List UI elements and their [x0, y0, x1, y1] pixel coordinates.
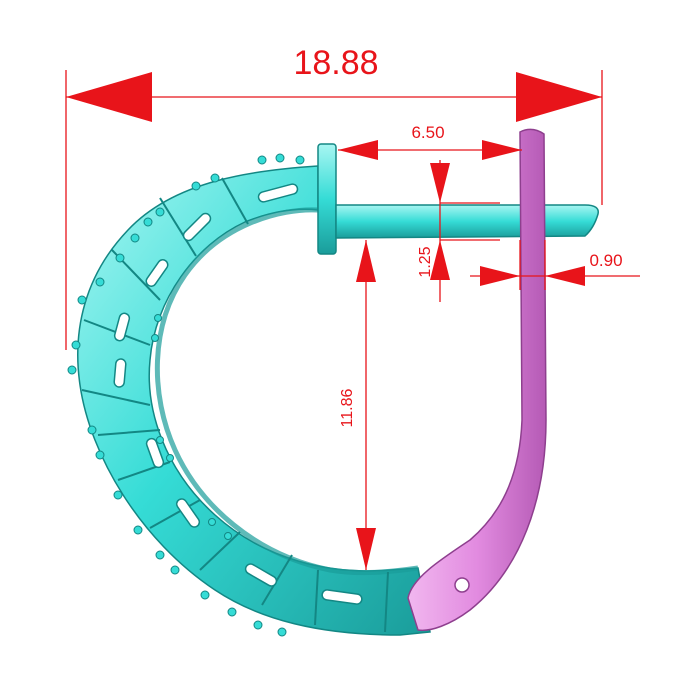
hoop-slots — [113, 183, 363, 605]
dim-pin-length — [338, 140, 522, 160]
hoop-inner-beads — [151, 314, 232, 540]
lever-hinge-hole — [454, 577, 470, 593]
dimension-lines — [65, 70, 640, 570]
hoop-inner-rim — [154, 207, 419, 576]
hoop-beads — [67, 153, 305, 637]
hoop-body — [67, 153, 431, 637]
pin-post — [335, 204, 599, 239]
label-lever-thickness: 0.90 — [589, 251, 622, 270]
label-inner-height: 11.86 — [339, 388, 356, 427]
dim-lever-thickness — [470, 240, 640, 290]
pin-flange — [317, 143, 337, 255]
lever-arm — [407, 128, 547, 632]
dim-inner-height — [356, 240, 376, 570]
label-pin-length: 6.50 — [411, 123, 444, 142]
label-overall-width: 18.88 — [293, 44, 378, 82]
hoop-segment-lines — [81, 177, 389, 633]
pin-assembly — [317, 143, 599, 255]
dim-overall-width — [65, 70, 603, 350]
lever-back — [407, 128, 547, 632]
dim-pin-diameter — [430, 160, 500, 302]
label-pin-diameter: 1.25 — [417, 246, 434, 277]
hoop-band — [77, 165, 431, 636]
